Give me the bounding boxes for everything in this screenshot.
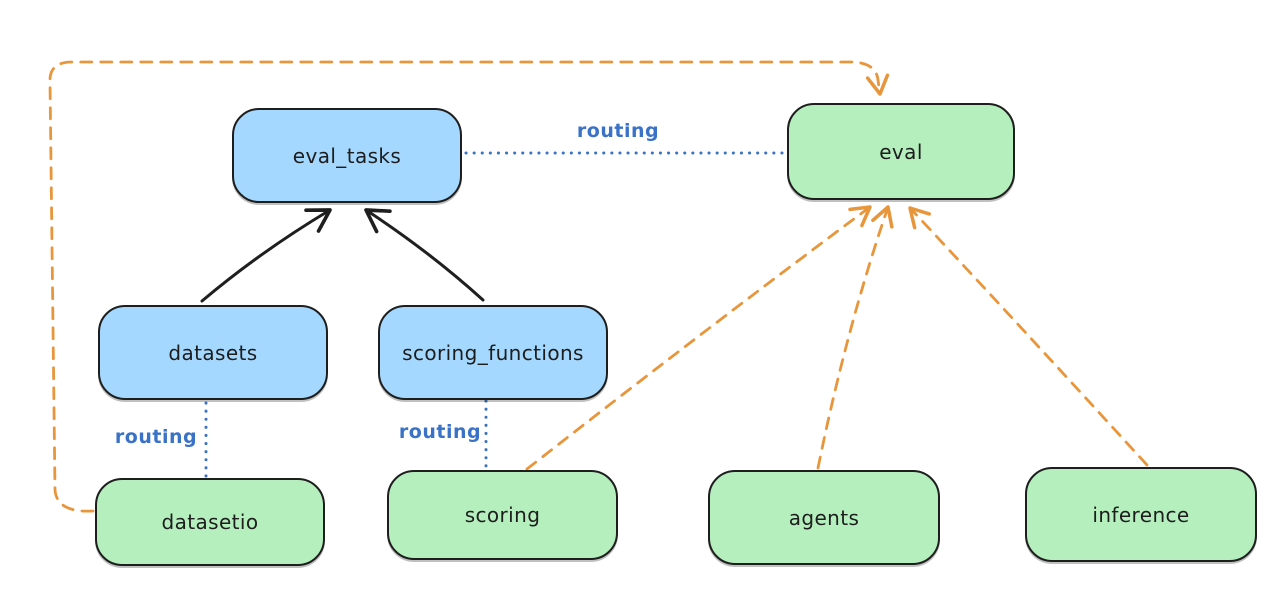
node-datasetio: datasetio: [95, 478, 325, 566]
node-datasets: datasets: [98, 305, 328, 400]
routing-label-left: routing: [114, 426, 198, 448]
node-label-scoring: scoring: [464, 503, 541, 527]
node-scoring-functions: scoring_functions: [378, 305, 608, 400]
node-eval-tasks: eval_tasks: [232, 108, 462, 203]
node-eval: eval: [787, 103, 1015, 200]
edge-agents-to-eval: [816, 205, 894, 470]
node-scoring: scoring: [387, 470, 618, 560]
node-label-datasetio: datasetio: [161, 510, 259, 534]
edge-inference-to-eval: [908, 206, 1149, 467]
edge-scoring_functions-to-eval_tasks: [364, 208, 485, 302]
node-label-scoring-functions: scoring_functions: [402, 340, 584, 365]
node-label-inference: inference: [1092, 502, 1190, 527]
node-label-datasets: datasets: [168, 340, 258, 365]
node-label-eval-tasks: eval_tasks: [292, 143, 402, 168]
routing-label-middle: routing: [398, 421, 482, 443]
node-label-agents: agents: [788, 505, 860, 530]
node-agents: agents: [708, 470, 940, 565]
edge-datasets-to-eval_tasks: [200, 208, 332, 303]
routing-label-top: routing: [576, 120, 660, 142]
node-label-eval: eval: [879, 139, 923, 164]
node-inference: inference: [1025, 467, 1257, 562]
